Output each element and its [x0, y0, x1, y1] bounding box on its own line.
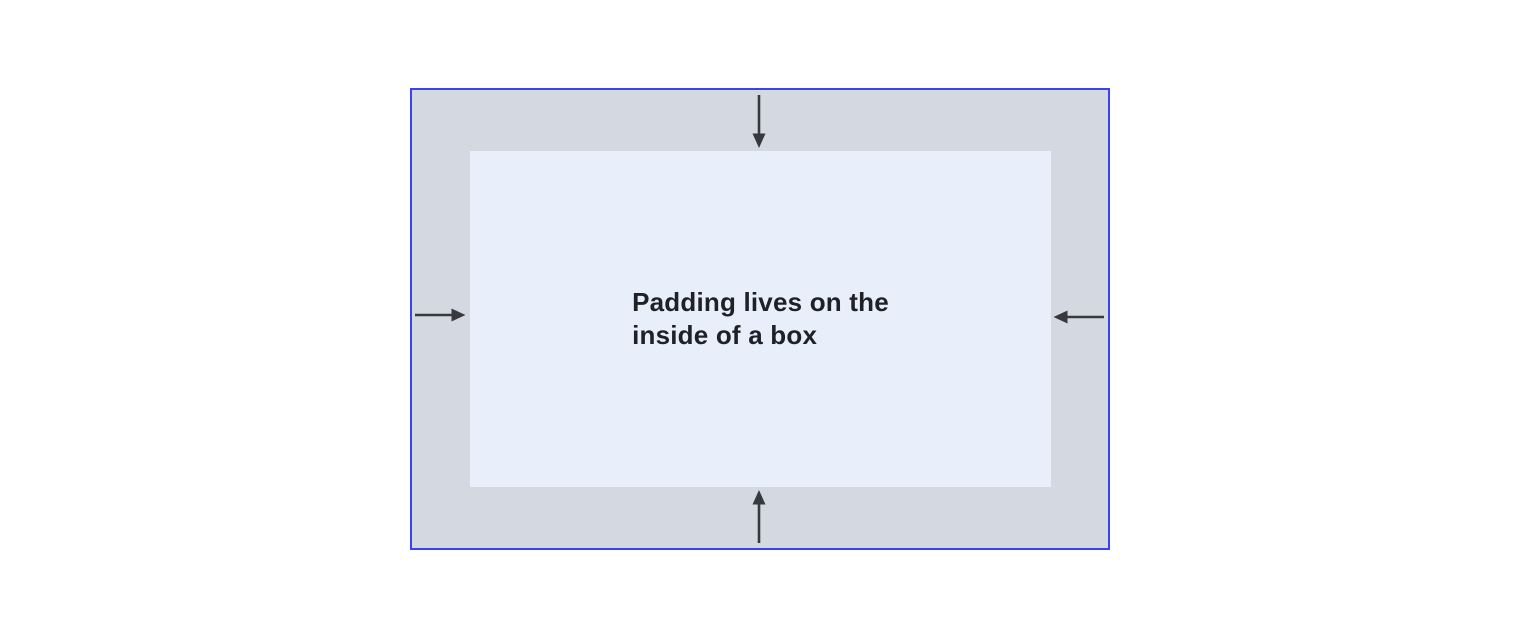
- caption-line-1: Padding lives on the: [632, 287, 889, 317]
- content-box: Padding lives on the inside of a box: [470, 151, 1051, 487]
- caption: Padding lives on the inside of a box: [632, 286, 889, 352]
- arrow-right-icon: [415, 308, 466, 322]
- arrow-down-icon: [752, 95, 766, 148]
- arrow-up-icon: [752, 490, 766, 543]
- arrow-left-icon: [1053, 310, 1104, 324]
- caption-line-2: inside of a box: [632, 320, 818, 350]
